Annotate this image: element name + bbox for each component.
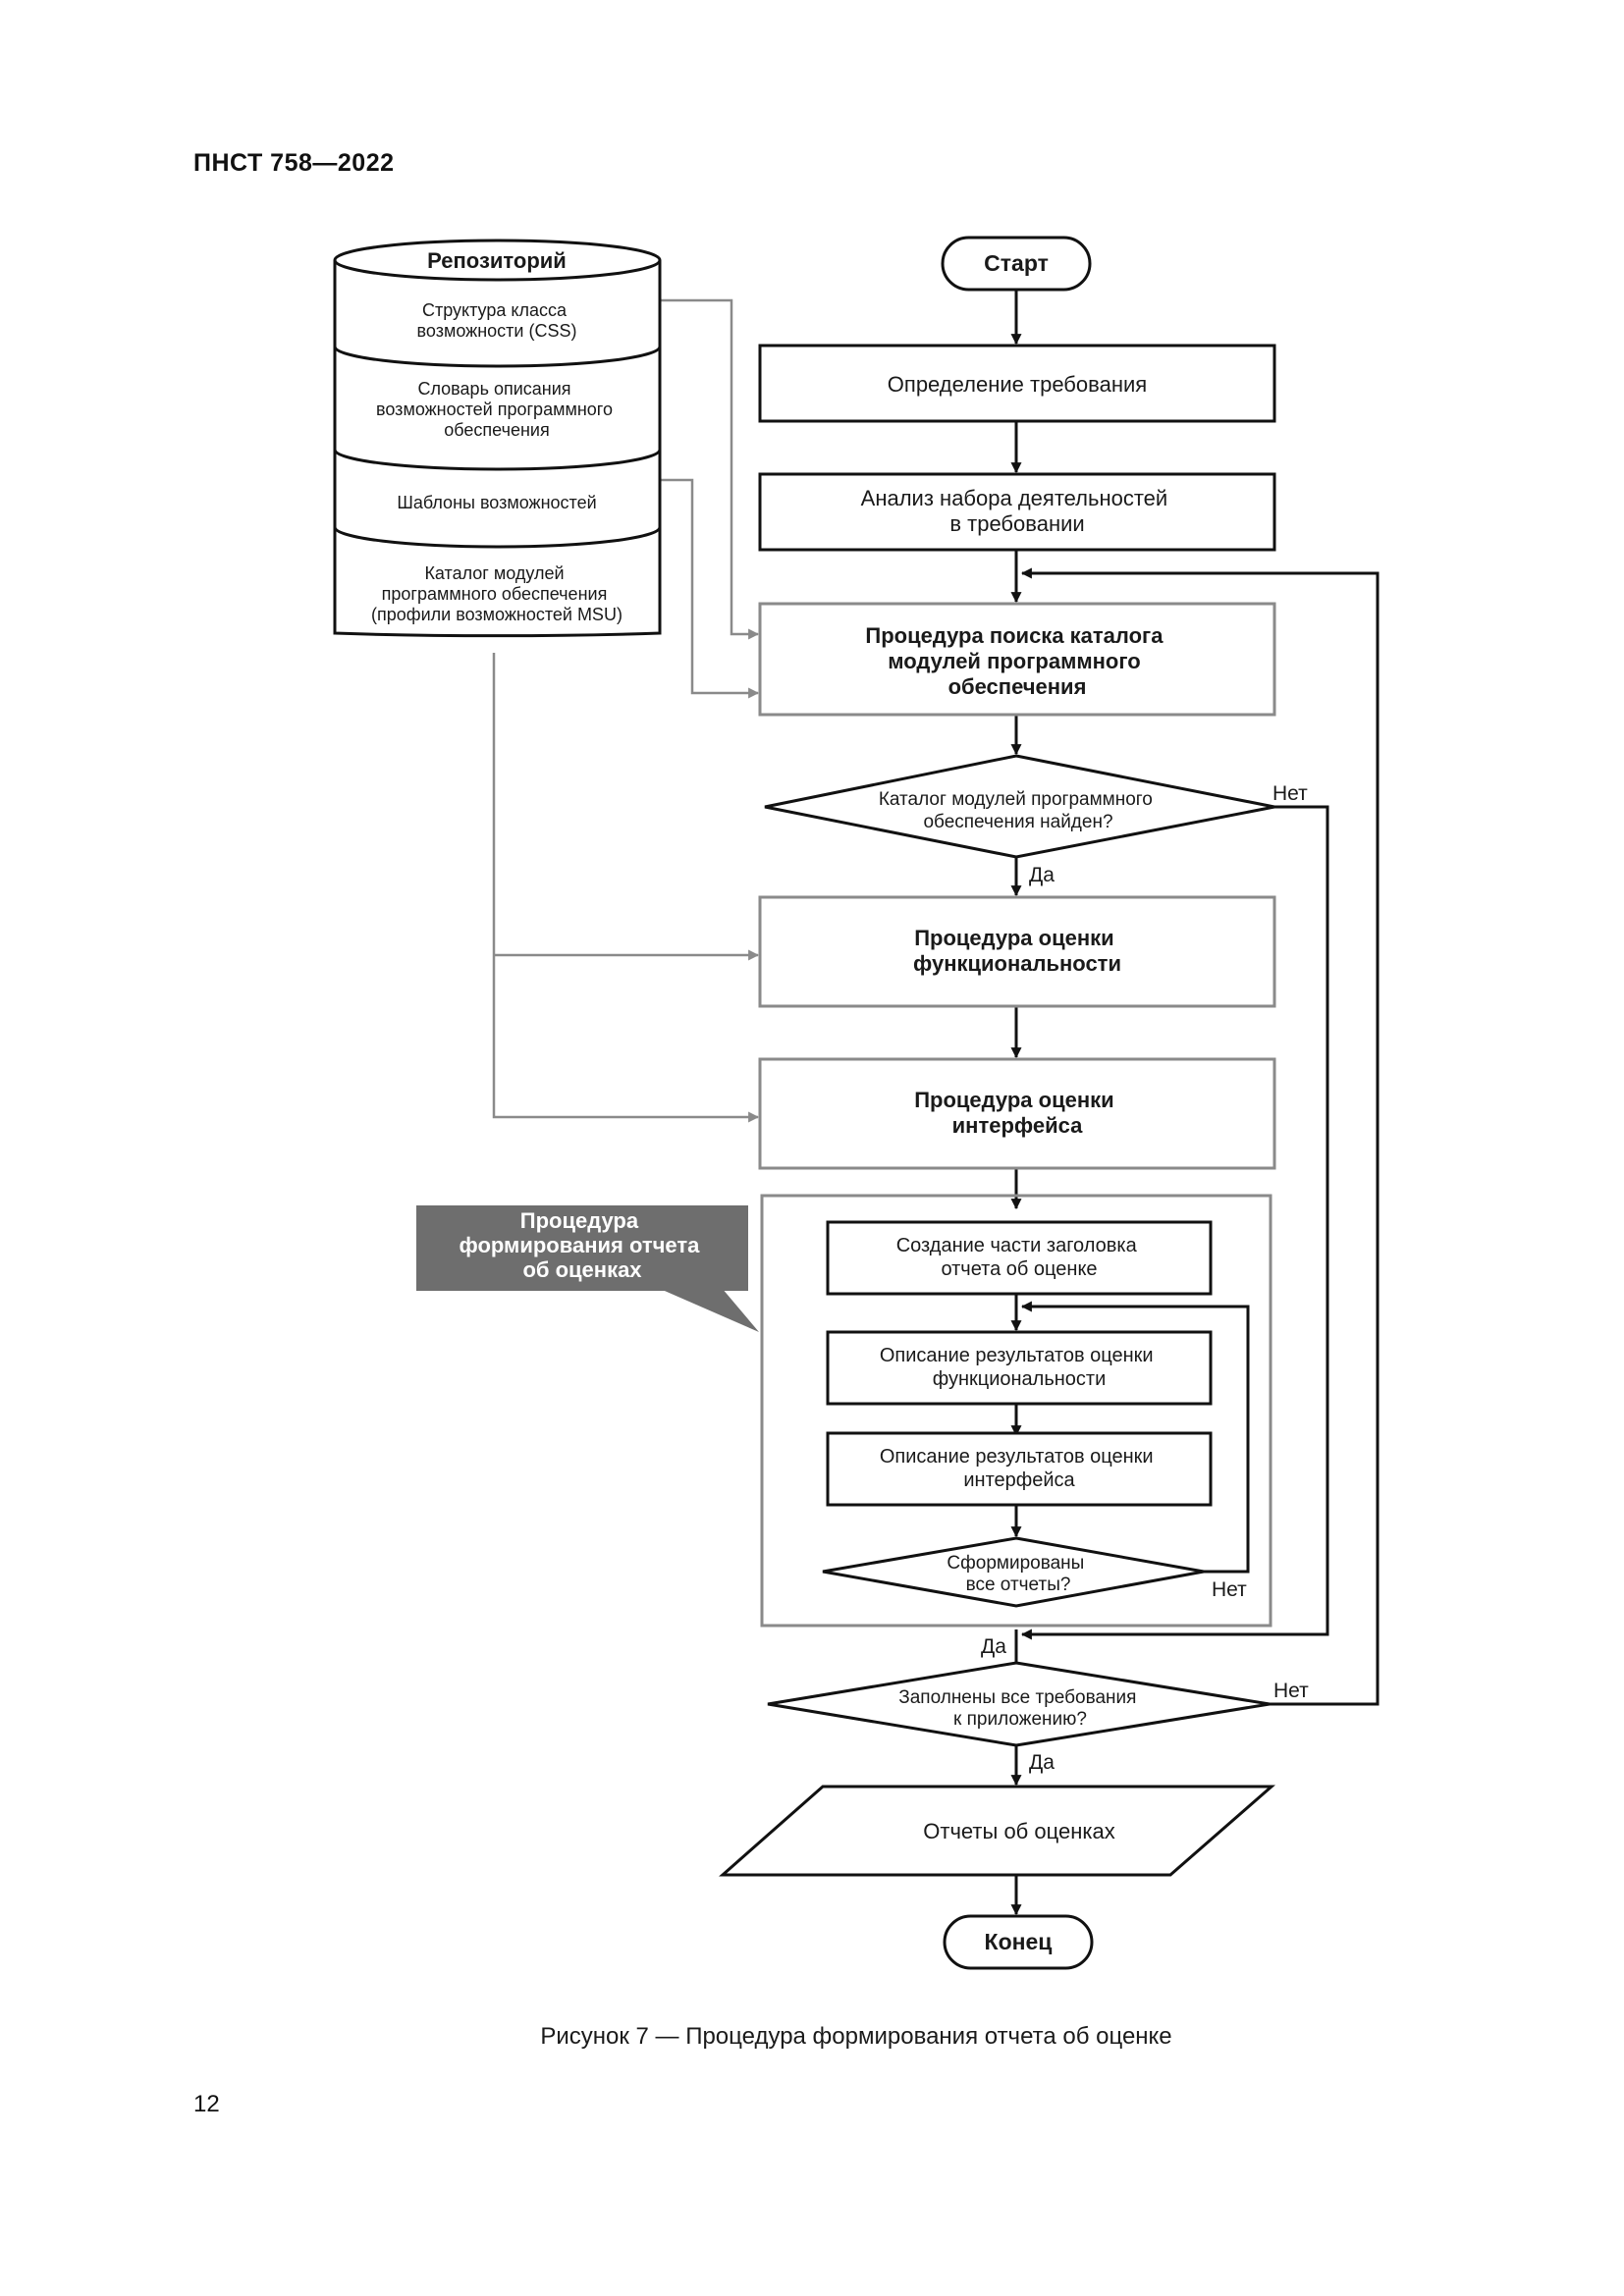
repo-item-templates: Шаблоны возможностей bbox=[397, 493, 596, 512]
search-catalog-box bbox=[758, 602, 1276, 717]
header-part-box bbox=[826, 1220, 1213, 1296]
iface-results-label: Описание результатов оценки интерфейса bbox=[880, 1446, 1159, 1491]
analyze-activities-box bbox=[758, 472, 1276, 552]
catalog-to-eval-connector bbox=[492, 653, 760, 1123]
catalog-found-no-label: Нет bbox=[1272, 782, 1308, 805]
eval-reports-data bbox=[719, 1785, 1275, 1877]
search-catalog-label: Процедура поиска каталога модулей програ… bbox=[865, 623, 1168, 699]
eval-reports-label: Отчеты об оценках bbox=[923, 1819, 1114, 1843]
catalog-found-yes-label: Да bbox=[1029, 864, 1055, 886]
start-terminator bbox=[941, 236, 1092, 292]
figure-caption: Рисунок 7 — Процедура формирования отчет… bbox=[540, 2023, 1171, 2050]
repo-item-catalog: Каталог модулей программного обеспечения… bbox=[371, 563, 623, 624]
define-requirement-box bbox=[758, 344, 1276, 423]
repository-title: Репозиторий bbox=[427, 248, 567, 273]
repository-cylinder bbox=[333, 239, 662, 638]
requirements-loop-arrow bbox=[1020, 567, 1380, 1706]
page-number: 12 bbox=[193, 2091, 220, 2117]
all-requirements-no-label: Нет bbox=[1273, 1680, 1309, 1702]
repo-item-css: Структура класса возможности (CSS) bbox=[417, 300, 577, 341]
iface-eval-box bbox=[758, 1057, 1276, 1170]
iface-eval-label: Процедура оценки интерфейса bbox=[914, 1088, 1120, 1138]
all-reports-no-label: Нет bbox=[1212, 1578, 1247, 1601]
end-label: Конец bbox=[985, 1929, 1053, 1954]
all-requirements-label: Заполнены все требования к приложению? bbox=[898, 1687, 1141, 1730]
define-requirement-label: Определение требования bbox=[888, 372, 1147, 397]
catalog-found-decision bbox=[764, 754, 1275, 859]
report-procedure-container bbox=[760, 1194, 1272, 1628]
all-reports-decision bbox=[822, 1536, 1205, 1608]
all-reports-yes-label: Да bbox=[981, 1635, 1006, 1658]
func-results-box bbox=[826, 1330, 1213, 1406]
all-reports-label: Сформированы все отчеты? bbox=[947, 1553, 1089, 1595]
templates-to-search-connector bbox=[660, 478, 760, 699]
iface-results-box bbox=[826, 1431, 1213, 1507]
document-id: ПНСТ 758—2022 bbox=[193, 149, 395, 177]
css-to-search-connector bbox=[660, 298, 760, 640]
end-terminator bbox=[943, 1914, 1094, 1970]
func-eval-label: Процедура оценки функциональности bbox=[913, 926, 1121, 976]
func-results-label: Описание результатов оценки функциональн… bbox=[880, 1345, 1159, 1390]
catalog-found-label: Каталог модулей программного обеспечения… bbox=[879, 789, 1158, 832]
report-callout-box bbox=[416, 1205, 748, 1291]
reports-loop-arrow bbox=[1020, 1301, 1250, 1574]
header-part-label: Создание части заголовка отчета об оценк… bbox=[896, 1235, 1143, 1280]
report-callout-label: Процедура формирования отчета об оценках bbox=[460, 1208, 706, 1282]
main-flow-arrows bbox=[1010, 290, 1380, 1916]
all-requirements-yes-label: Да bbox=[1029, 1751, 1055, 1774]
catalog-not-found-arrow bbox=[1020, 805, 1329, 1640]
repo-item-dictionary: Словарь описания возможностей программно… bbox=[376, 379, 618, 440]
func-eval-box bbox=[758, 895, 1276, 1008]
report-callout-pointer bbox=[658, 1288, 759, 1332]
analyze-activities-label: Анализ набора деятельностей в требовании bbox=[861, 486, 1174, 536]
start-label: Старт bbox=[984, 250, 1049, 276]
all-requirements-decision bbox=[767, 1661, 1271, 1747]
repository-connectors bbox=[492, 298, 760, 1123]
